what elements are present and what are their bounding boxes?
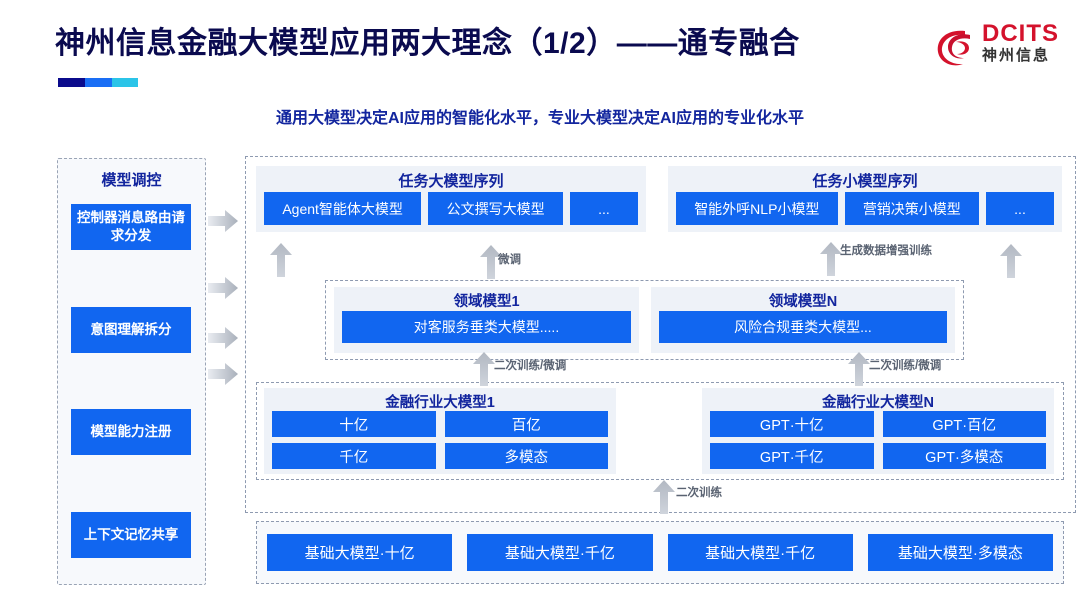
flow-arrow-right-2	[208, 277, 238, 299]
flow-arrow-right-1	[208, 210, 238, 232]
domain-model-n: 领域模型N 风险合规垂类大模型...	[651, 287, 955, 353]
arrow-label-second-train-2: 二次训练/微调	[869, 360, 942, 372]
control-item-router[interactable]: 控制器消息路由请求分发	[71, 204, 191, 250]
industry-1-cell-3[interactable]: 千亿	[272, 443, 436, 469]
industry-model-1-title: 金融行业大模型1	[385, 395, 495, 411]
control-item-capability-registry[interactable]: 模型能力注册	[71, 409, 191, 455]
arrow-label-second-train-1: 二次训练/微调	[494, 360, 567, 372]
task-item-agent[interactable]: Agent智能体大模型	[264, 192, 422, 225]
task-large-model-items: Agent智能体大模型 公文撰写大模型 ...	[264, 192, 638, 225]
task-item-more-small[interactable]: ...	[986, 192, 1055, 225]
domain-model-n-item[interactable]: 风险合规垂类大模型...	[659, 311, 947, 343]
industry-model-n-title: 金融行业大模型N	[822, 395, 934, 411]
task-item-marketing-decision[interactable]: 营销决策小模型	[844, 192, 980, 225]
base-model-frame: 基础大模型·十亿 基础大模型·千亿 基础大模型·千亿 基础大模型·多模态	[256, 521, 1064, 584]
domain-model-frame: 领域模型1 对客服务垂类大模型..... 领域模型N 风险合规垂类大模型...	[325, 280, 964, 360]
task-small-model-sequence: 任务小模型序列 智能外呼NLP小模型 营销决策小模型 ...	[668, 166, 1062, 232]
flow-arrow-up-right-edge	[1000, 244, 1022, 278]
industry-model-n: 金融行业大模型N GPT·十亿 GPT·百亿 GPT·千亿 GPT·多模态	[702, 388, 1054, 474]
industry-n-cell-2[interactable]: GPT·百亿	[882, 411, 1046, 437]
base-model-cell-1[interactable]: 基础大模型·十亿	[267, 534, 453, 571]
base-model-cell-2[interactable]: 基础大模型·千亿	[467, 534, 653, 571]
accent-segment-2	[85, 78, 112, 87]
flow-arrow-up-second-train-left	[473, 352, 495, 386]
industry-1-cell-1[interactable]: 十亿	[272, 411, 436, 437]
flow-arrow-up-base-to-industry	[653, 480, 675, 514]
task-item-nlp-outbound[interactable]: 智能外呼NLP小模型	[676, 192, 838, 225]
task-item-doc-writing[interactable]: 公文撰写大模型	[428, 192, 563, 225]
task-item-more[interactable]: ...	[570, 192, 638, 225]
base-model-cell-3[interactable]: 基础大模型·千亿	[667, 534, 853, 571]
task-large-model-sequence: 任务大模型序列 Agent智能体大模型 公文撰写大模型 ...	[256, 166, 646, 232]
base-model-cell-4[interactable]: 基础大模型·多模态	[867, 534, 1053, 571]
arrow-label-generated-data-aug: 生成数据增强训练	[840, 245, 932, 257]
company-logo: DCITS 神州信息	[934, 20, 1066, 78]
flow-arrow-up-domain-to-task-left	[270, 243, 292, 277]
industry-1-cell-2[interactable]: 百亿	[444, 411, 608, 437]
architecture-diagram: 模型调控 控制器消息路由请求分发 意图理解拆分 模型能力注册 上下文记忆共享 任…	[0, 150, 1080, 600]
subtitle: 通用大模型决定AI应用的智能化水平，专业大模型决定AI应用的专业化水平	[275, 110, 804, 127]
accent-segment-3	[111, 78, 138, 87]
control-panel-title: 模型调控	[101, 172, 162, 189]
page-title: 神州信息金融大模型应用两大理念（1/2）——通专融合	[55, 27, 800, 60]
control-item-context-memory[interactable]: 上下文记忆共享	[71, 512, 191, 558]
control-item-intent[interactable]: 意图理解拆分	[71, 307, 191, 353]
domain-model-1-title: 领域模型1	[453, 294, 520, 310]
flow-arrow-right-4	[208, 363, 238, 385]
accent-segment-1	[58, 78, 86, 87]
logo-text-en: DCITS	[982, 20, 1059, 47]
domain-model-n-title: 领域模型N	[768, 294, 838, 310]
industry-model-1: 金融行业大模型1 十亿 百亿 千亿 多模态	[264, 388, 616, 474]
industry-model-n-grid: GPT·十亿 GPT·百亿 GPT·千亿 GPT·多模态	[710, 411, 1046, 469]
industry-model-1-grid: 十亿 百亿 千亿 多模态	[272, 411, 608, 469]
industry-n-cell-4[interactable]: GPT·多模态	[882, 443, 1046, 469]
dcits-swirl-icon	[937, 30, 970, 66]
industry-n-cell-3[interactable]: GPT·千亿	[710, 443, 874, 469]
logo-text-cn: 神州信息	[982, 47, 1051, 64]
logo-text-block: DCITS 神州信息	[982, 22, 1059, 65]
industry-n-cell-1[interactable]: GPT·十亿	[710, 411, 874, 437]
domain-model-1: 领域模型1 对客服务垂类大模型.....	[334, 287, 639, 353]
slide-header: 神州信息金融大模型应用两大理念（1/2）——通专融合 DCITS 神州信息	[0, 0, 1080, 100]
accent-underline-bar	[58, 78, 138, 87]
task-large-model-sequence-title: 任务大模型序列	[398, 173, 504, 190]
flow-arrow-up-data-aug	[820, 242, 842, 276]
flow-arrow-up-fine-tune	[480, 245, 502, 279]
task-small-model-sequence-title: 任务小模型序列	[812, 173, 918, 190]
flow-arrow-right-3	[208, 327, 238, 349]
industry-model-frame: 金融行业大模型1 十亿 百亿 千亿 多模态 金融行业大模型N GPT·十亿 GP…	[256, 382, 1064, 480]
flow-arrow-up-second-train-right	[848, 352, 870, 386]
base-model-row: 基础大模型·十亿 基础大模型·千亿 基础大模型·千亿 基础大模型·多模态	[267, 534, 1053, 571]
industry-1-cell-4[interactable]: 多模态	[444, 443, 608, 469]
control-panel: 模型调控 控制器消息路由请求分发 意图理解拆分 模型能力注册 上下文记忆共享	[57, 158, 206, 585]
arrow-label-fine-tune: 微调	[498, 254, 521, 266]
task-small-model-items: 智能外呼NLP小模型 营销决策小模型 ...	[676, 192, 1055, 225]
domain-model-1-item[interactable]: 对客服务垂类大模型.....	[342, 311, 631, 343]
arrow-label-second-train-3: 二次训练	[676, 487, 722, 499]
